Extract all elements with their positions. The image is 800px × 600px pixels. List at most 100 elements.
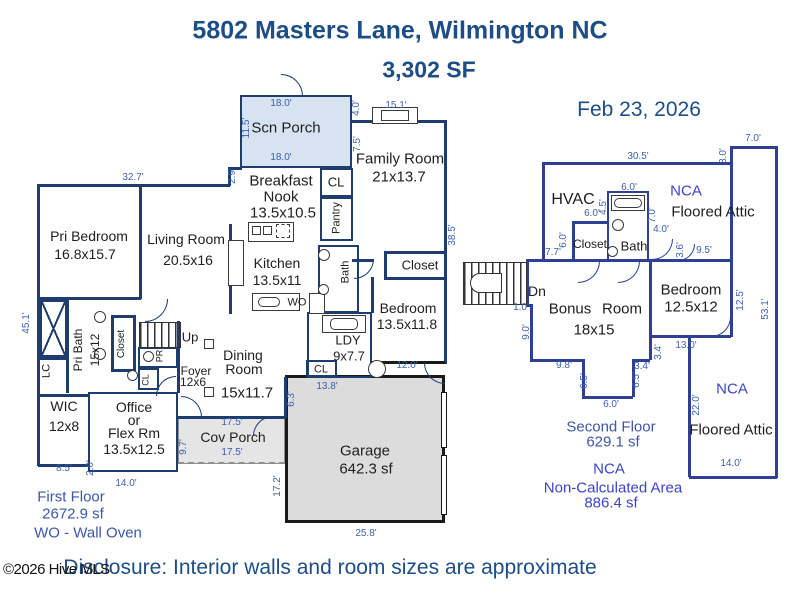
wall-segment <box>542 259 650 262</box>
dimension-label: 2.9' <box>227 168 238 184</box>
office-room <box>88 392 178 472</box>
room-label: 13.5x11.8 <box>376 316 438 332</box>
room-label: Bedroom <box>660 281 722 299</box>
wall-segment <box>582 396 633 399</box>
dimension-label: 9.0' <box>521 324 532 340</box>
room-label: 12x6 <box>179 375 207 389</box>
window-marker-2 <box>204 387 214 397</box>
room-label: Up <box>181 329 199 345</box>
wall-segment <box>228 167 231 186</box>
wall-segment <box>111 315 114 371</box>
dimension-label: 3.6' <box>675 242 686 258</box>
room-label: NCA <box>716 380 748 398</box>
room-label: Kitchen <box>253 255 301 271</box>
room-label: Bath <box>620 238 648 254</box>
dimension-label: 6.5' <box>579 373 590 389</box>
door-swing-arc <box>145 299 168 322</box>
wall-segment <box>38 184 230 187</box>
plan-date: Feb 23, 2026 <box>577 98 701 121</box>
dimension-label: 17.2' <box>272 475 283 497</box>
closet-cl-box <box>320 168 353 197</box>
wall-segment <box>111 369 135 372</box>
room-label: Closet <box>572 237 608 251</box>
wall-segment <box>689 476 777 479</box>
room-label: Room <box>601 300 643 318</box>
cooktop-dashed-box <box>276 224 290 238</box>
toilet-icon <box>318 249 330 261</box>
room-label: Flex Rm <box>107 425 161 441</box>
room-label: CL <box>140 374 151 386</box>
door-swing-arc <box>156 376 176 396</box>
wall-segment <box>632 359 650 362</box>
garage-door-2 <box>441 455 447 515</box>
laundry-room <box>307 312 372 378</box>
wall-segment <box>572 221 575 261</box>
wall-oven-icon <box>309 293 325 314</box>
screened-porch-area <box>240 95 352 168</box>
wall-segment <box>572 221 608 224</box>
room-label: WO - Wall Oven <box>34 524 142 542</box>
wall-segment <box>38 357 68 360</box>
dimension-label: 18.0' <box>270 152 292 163</box>
wall-segment <box>178 416 286 419</box>
dimension-label: 8.5' <box>56 463 72 474</box>
wall-segment <box>372 361 445 364</box>
pantry-box <box>320 197 353 241</box>
room-label: 18x15 <box>573 321 615 339</box>
wall-segment <box>284 377 287 418</box>
dimension-label: 9.7' <box>178 439 189 455</box>
wall-segment <box>66 299 69 393</box>
dimension-label: 6.0' <box>603 399 619 410</box>
dimension-label: 17.5' <box>221 417 243 428</box>
wall-segment <box>649 259 731 262</box>
wall-segment <box>526 304 531 307</box>
room-label: 629.1 sf <box>586 433 640 451</box>
wall-segment <box>371 277 374 313</box>
dimension-label: 9.5' <box>696 245 712 256</box>
dimension-label: 12.0' <box>396 360 418 371</box>
disclosure-text: Disclosure: Interior walls and room size… <box>63 556 597 579</box>
window-marker-1 <box>204 339 214 349</box>
dimension-label: 6.0' <box>558 232 569 248</box>
shower-icon <box>40 300 67 357</box>
wall-segment <box>775 146 778 478</box>
room-label: Foyer <box>180 364 212 378</box>
room-label: 15x11.7 <box>220 384 274 402</box>
wall-segment <box>730 146 776 149</box>
stairs-up <box>139 322 181 348</box>
closet-garage-entry <box>306 360 337 377</box>
room-label: NCA <box>670 182 702 200</box>
door-swing-arc <box>652 239 673 260</box>
room-label: First Floor <box>37 488 105 506</box>
room-label: 2672.9 sf <box>42 505 104 523</box>
dimension-label: 7.0' <box>745 133 761 144</box>
room-label: Floored Attic <box>689 421 773 439</box>
room-label: Bedroom <box>379 300 437 316</box>
dimension-label: 4.5' <box>598 199 609 215</box>
door-swing-arc <box>181 396 202 417</box>
room-label: LDY <box>335 332 361 348</box>
wall-segment <box>526 259 529 305</box>
wall-segment <box>111 315 135 318</box>
cooktop-burner-1 <box>252 226 261 235</box>
wall-segment <box>139 185 142 299</box>
wall-segment <box>530 359 583 362</box>
room-label: Dining <box>223 347 263 363</box>
total-square-footage: 3,302 SF <box>382 56 476 83</box>
wall-segment <box>542 162 545 261</box>
wall-segment <box>178 462 285 467</box>
dimension-label: 22.0' <box>691 394 702 416</box>
room-label: Room <box>225 361 263 377</box>
dimension-label: 4.0' <box>351 100 362 116</box>
room-label: Bath <box>339 260 352 284</box>
dimension-label: 4.0' <box>653 224 669 235</box>
room-label: Breakfast <box>249 172 313 190</box>
closet-foyer-box <box>138 368 159 390</box>
room-label: 13.5x12.5 <box>103 441 165 457</box>
washer-inner <box>330 318 358 330</box>
room-label: Dn <box>528 283 546 299</box>
stairs-rail-icon <box>470 273 502 293</box>
dimension-label: 12.5' <box>735 289 746 311</box>
room-label: Pantry <box>330 202 343 234</box>
